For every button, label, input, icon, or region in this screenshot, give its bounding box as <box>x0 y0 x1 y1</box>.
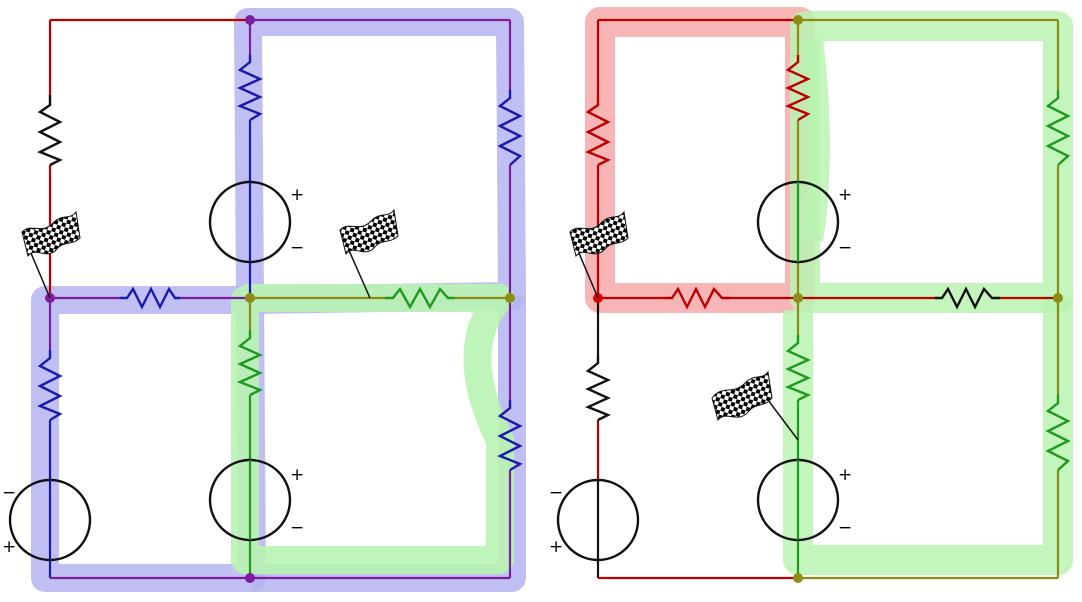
left-node-top-center <box>245 15 255 25</box>
left-flag-mid-left <box>21 210 81 299</box>
left-blue-loop-lower-highlight <box>31 286 266 592</box>
right-resistor-left-lower <box>584 355 611 422</box>
left-lower-center-source-minus: − <box>290 518 304 538</box>
right-green-loop-lower-highlight <box>783 298 1073 575</box>
right-resistor-right-upper <box>1045 90 1071 166</box>
right-resistor-right-lower <box>1045 395 1071 471</box>
left-resistor-left-upper <box>37 95 63 167</box>
right-circuit: + − + − − + <box>549 7 1073 583</box>
left-lower-center-source-plus: + <box>290 465 304 485</box>
right-resistor-center-lower <box>784 335 811 402</box>
left-resistor-right-upper <box>497 90 523 166</box>
right-resistor-left-upper <box>585 95 611 167</box>
right-flag-mid-left <box>569 210 629 299</box>
left-upper-source-plus: + <box>290 185 304 205</box>
right-resistor-mid-left <box>665 286 730 310</box>
left-lower-left-source-plus: + <box>2 537 16 557</box>
right-lower-left-source-minus: − <box>549 483 563 503</box>
left-node-mid-center <box>245 293 255 303</box>
right-resistor-center-upper <box>784 55 811 122</box>
left-node-bottom-center <box>245 573 255 583</box>
left-resistor-mid-left <box>120 286 180 310</box>
right-upper-source-plus: + <box>838 185 852 205</box>
right-flag-lower-center <box>711 370 799 441</box>
left-resistor-mid-right <box>385 286 455 310</box>
left-resistor-center-lower <box>236 330 263 397</box>
left-resistor-left-lower <box>37 350 63 422</box>
right-lower-center-source-plus: + <box>838 465 852 485</box>
left-resistor-center-upper <box>236 55 263 122</box>
right-upper-source-minus: − <box>838 238 852 258</box>
left-blue-loop-upper-highlight <box>234 8 526 314</box>
right-lower-left-source-plus: + <box>549 537 563 557</box>
right-lower-center-source-minus: − <box>838 518 852 538</box>
right-node-mid-center <box>793 293 803 303</box>
right-red-loop-highlight <box>585 7 815 313</box>
left-circuit: + − + − − + <box>2 8 526 592</box>
left-resistor-right-lower <box>497 400 523 472</box>
left-upper-source-minus: − <box>290 238 304 258</box>
right-resistor-mid-right <box>935 286 1000 310</box>
left-lower-left-source-minus: − <box>2 483 16 503</box>
right-node-mid-right <box>1053 293 1063 303</box>
right-node-bottom-center <box>793 573 803 583</box>
left-node-mid-right <box>505 293 515 303</box>
right-node-top-center <box>793 15 803 25</box>
left-flag-mid-center <box>339 208 399 299</box>
right-green-inner-highlight <box>801 38 830 242</box>
left-green-loop-highlight <box>231 284 514 574</box>
